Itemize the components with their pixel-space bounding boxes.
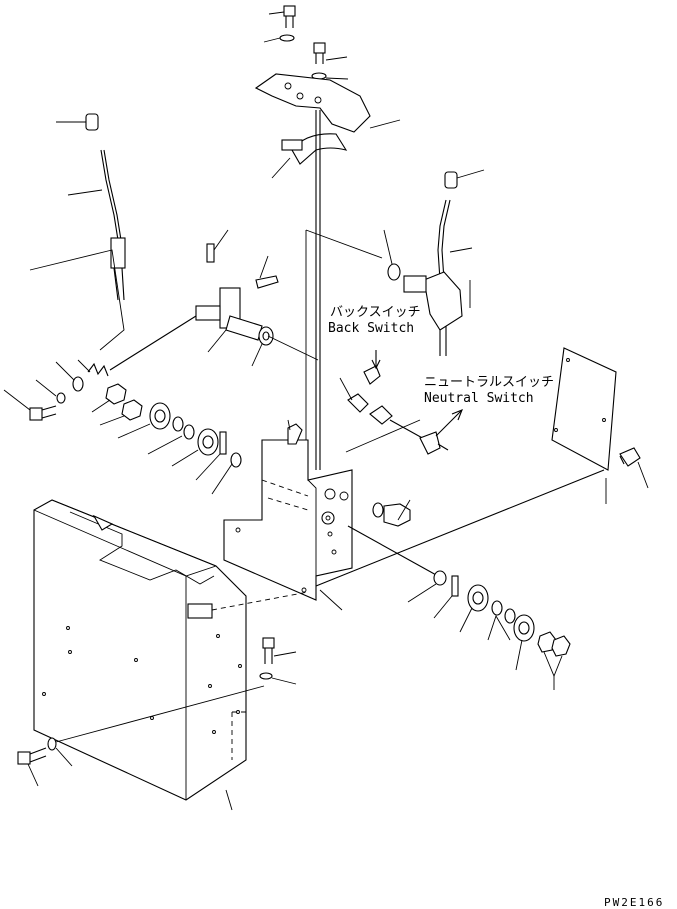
- lower-nut-1: [537, 631, 557, 653]
- left-bolt: [3, 389, 57, 421]
- lever-pin: [206, 229, 229, 263]
- shift-bracket: [223, 439, 353, 611]
- lower-bearing-2: [513, 614, 535, 671]
- spring: [77, 359, 109, 377]
- bracket-washer-right: [372, 502, 384, 518]
- neutral-switch: [369, 405, 463, 455]
- neutral-switch-label-en: Neutral Switch: [424, 391, 534, 406]
- lever-bolt: [255, 255, 279, 289]
- left-lever-knob: [56, 113, 99, 131]
- lower-bearing-1: [459, 584, 489, 633]
- neutral-switch-label-jp: ニュートラルスイッチ: [424, 375, 554, 390]
- left-leader-outline: [29, 249, 125, 351]
- left-washer-2: [35, 379, 66, 404]
- lower-washer-1: [407, 570, 447, 603]
- bracket-bolt-right: [383, 499, 411, 527]
- box-bolt: [262, 637, 297, 664]
- cover-washer: [311, 72, 349, 80]
- bracket-bolt: [287, 419, 303, 445]
- top-washer: [263, 34, 295, 43]
- right-lever-knob: [444, 169, 485, 189]
- nut-left-2: [99, 399, 143, 426]
- shaft-bushing: [251, 326, 319, 367]
- nut-left: [91, 383, 127, 413]
- right-lever: [403, 199, 473, 356]
- lever-shaft-assembly: [109, 287, 263, 371]
- left-washer-1: [55, 361, 84, 392]
- lower-nut-2: [543, 635, 571, 690]
- left-washer-5: [211, 452, 242, 495]
- left-bearing-1: [117, 402, 171, 439]
- box-washer: [259, 672, 297, 685]
- console-box: [33, 499, 247, 811]
- back-switch: [363, 350, 381, 385]
- lower-washer-3: [487, 608, 516, 641]
- back-switch-label-en: Back Switch: [328, 321, 414, 336]
- cover-bolt: [313, 42, 348, 64]
- cover-plate-bolt: [619, 447, 649, 489]
- lower-washer-2: [491, 600, 503, 616]
- back-switch-label-jp: バックスイッチ: [330, 305, 421, 320]
- lower-pin: [433, 575, 459, 619]
- drawing-code: PW2E166: [604, 896, 664, 909]
- left-washer-4: [147, 424, 195, 455]
- cover-plate: [315, 347, 617, 587]
- right-washer: [383, 229, 401, 281]
- left-washer-3: [172, 416, 184, 432]
- lever-boot: [271, 133, 348, 179]
- box-bottom-bolt: [17, 747, 47, 787]
- box-bottom-washer: [47, 737, 73, 767]
- lever-cover: [254, 73, 401, 133]
- left-lever: [67, 149, 126, 301]
- back-switch-bracket: [339, 377, 369, 413]
- top-bolt: [268, 5, 296, 28]
- left-bearing-2: [171, 428, 219, 467]
- left-pin: [195, 431, 227, 481]
